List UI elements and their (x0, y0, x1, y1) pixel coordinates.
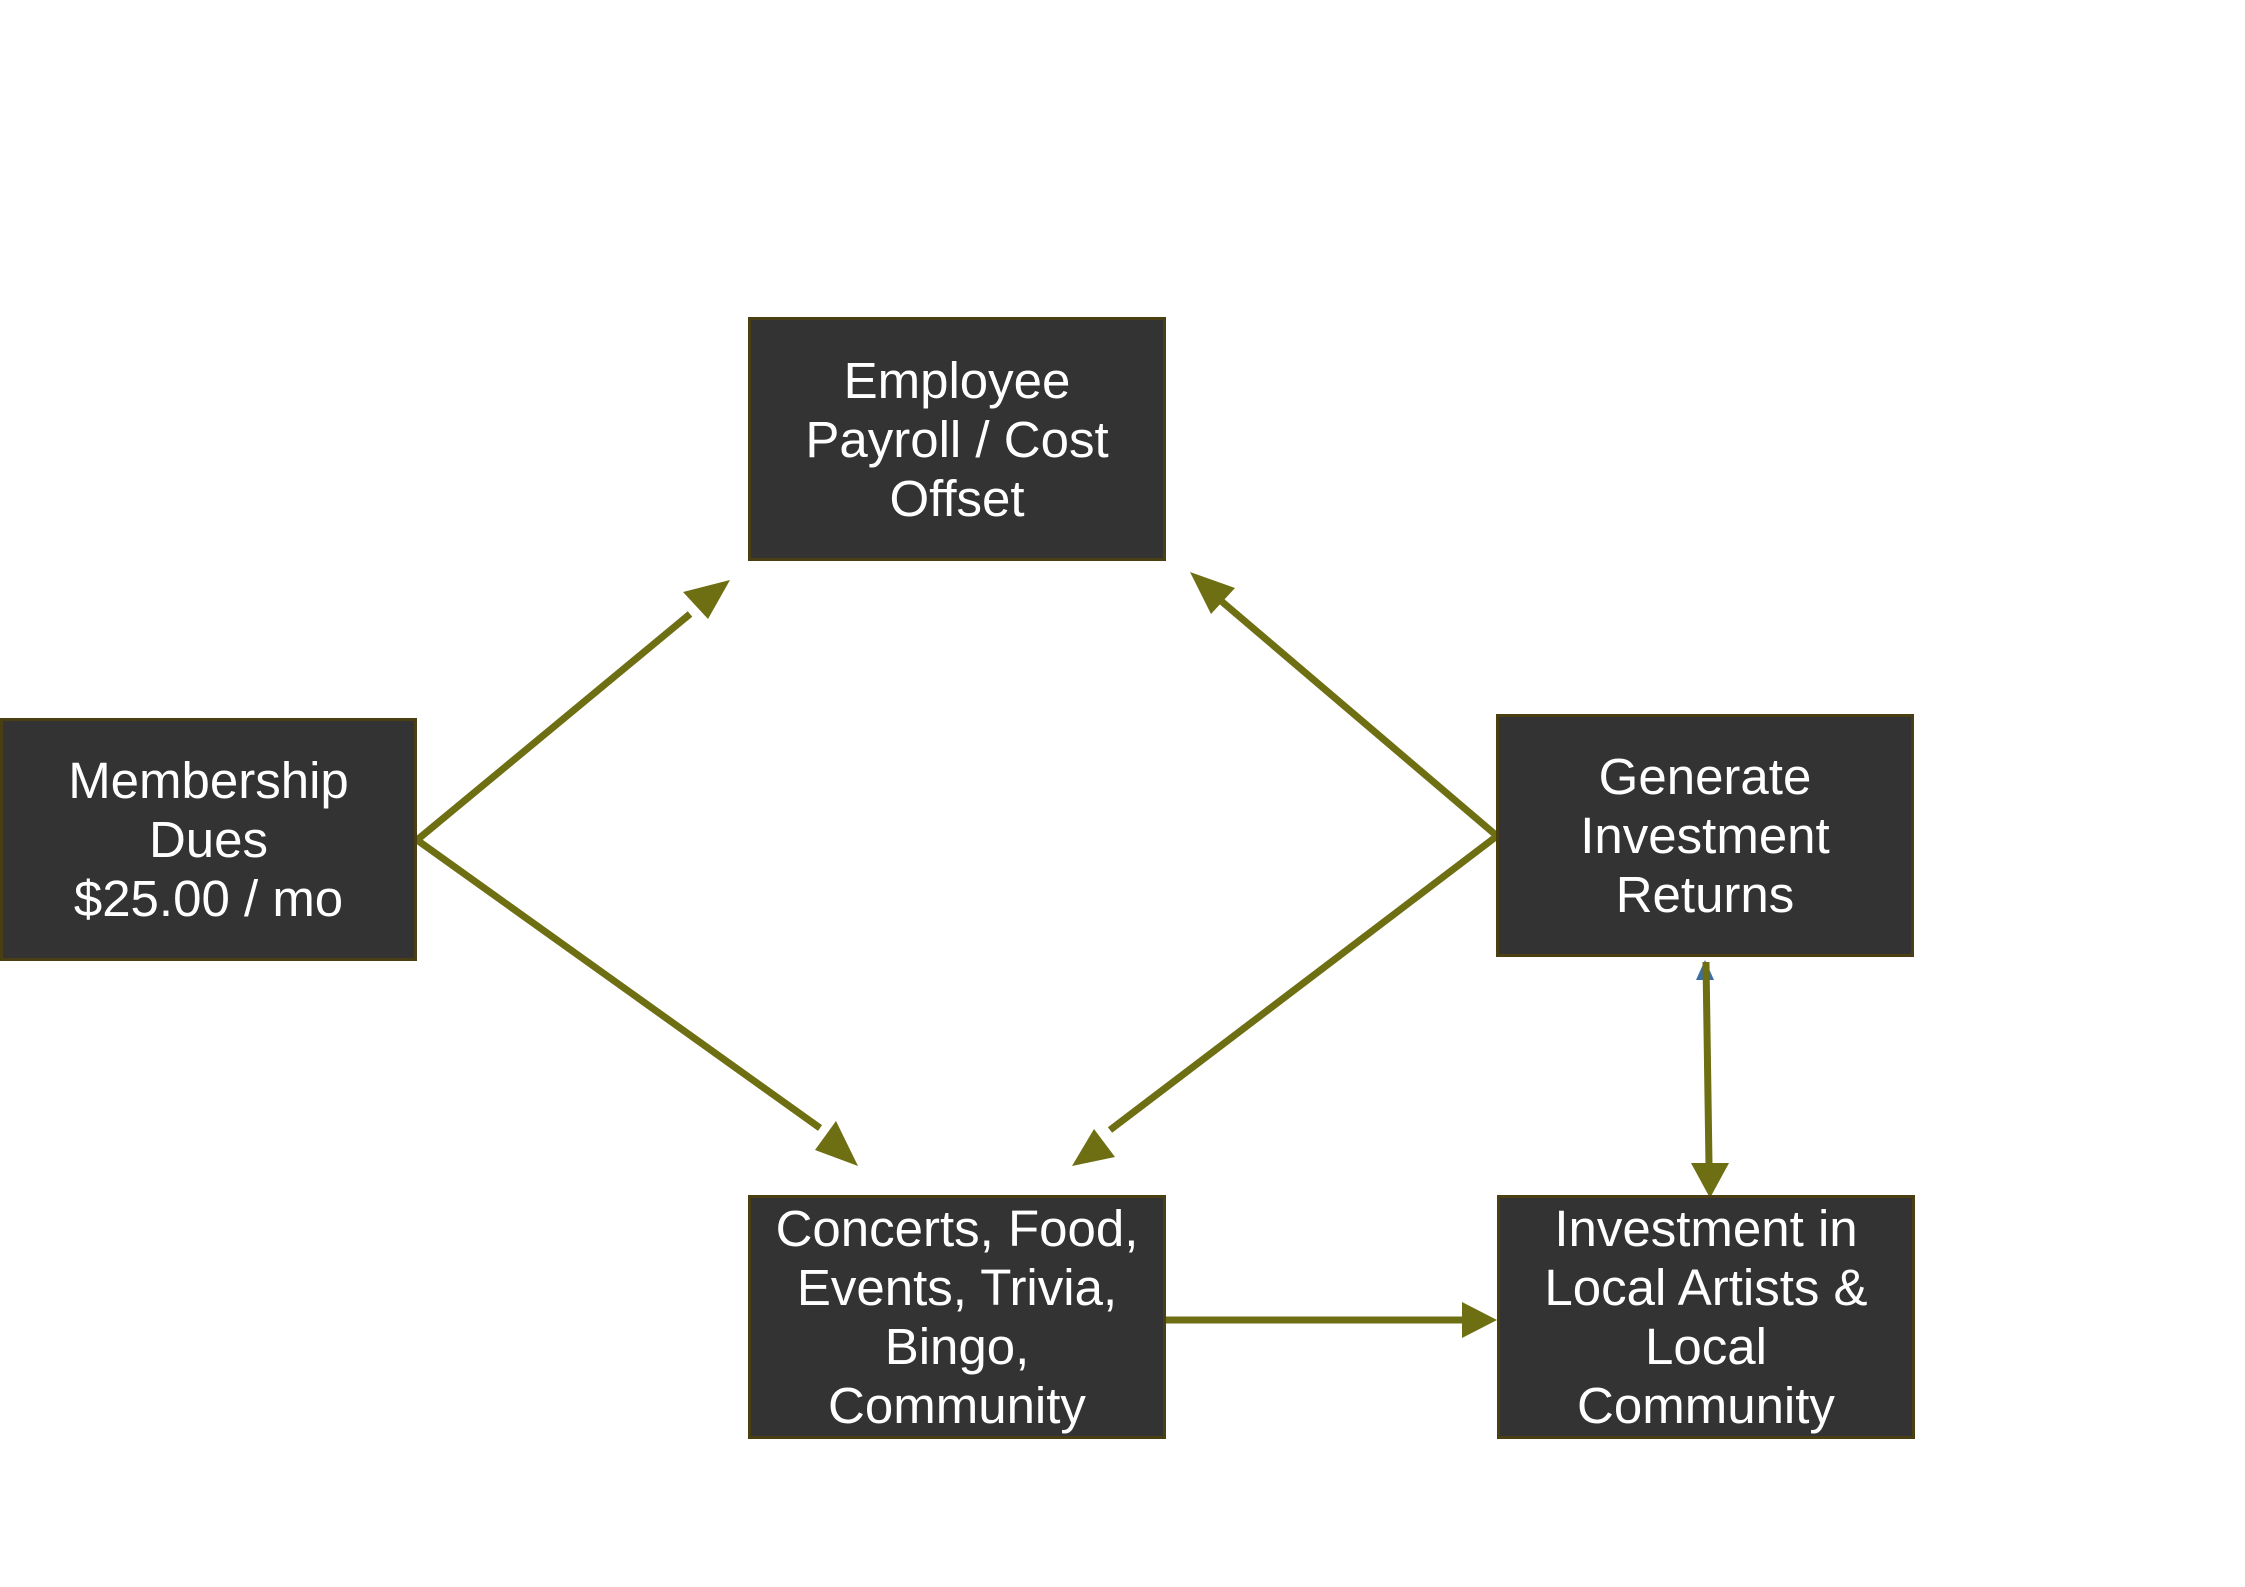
arrow-membership-to-events (414, 837, 858, 1166)
node-line: Offset (889, 469, 1025, 527)
node-line: Employee (843, 351, 1071, 409)
node-line: Concerts, Food, (775, 1200, 1139, 1257)
node-line: Dues (148, 811, 269, 868)
node-line: Local (1645, 1318, 1767, 1375)
node-line: Membership (68, 752, 349, 809)
node-concerts-events: Concerts, Food, Events, Trivia, Bingo, C… (748, 1195, 1166, 1439)
arrow-returns-to-events (1072, 833, 1500, 1166)
arrow-membership-to-payroll (414, 580, 730, 843)
node-line: Community (1577, 1377, 1835, 1434)
node-line: Investment (1580, 807, 1830, 864)
node-line: Local Artists & (1544, 1259, 1868, 1316)
node-line: Generate (1598, 748, 1812, 805)
node-employee-payroll: Employee Payroll / Cost Offset (748, 317, 1166, 561)
node-line: Investment in (1554, 1200, 1858, 1257)
node-line: Events, Trivia, (796, 1259, 1118, 1316)
node-membership-dues: Membership Dues $25.00 / mo (0, 718, 417, 961)
arrow-events-to-investment (1166, 1302, 1497, 1338)
node-generate-investment-returns: Generate Investment Returns (1496, 714, 1914, 957)
node-line: Payroll / Cost (805, 410, 1109, 468)
node-line: Community (828, 1377, 1086, 1434)
node-investment-local-artists: Investment in Local Artists & Local Comm… (1497, 1195, 1915, 1439)
node-line: Bingo, (884, 1318, 1030, 1375)
arrow-returns-investment-bidirectional (1691, 960, 1729, 1198)
node-line: Returns (1615, 866, 1795, 923)
arrow-returns-to-payroll (1190, 572, 1500, 839)
node-line: $25.00 / mo (73, 870, 344, 927)
